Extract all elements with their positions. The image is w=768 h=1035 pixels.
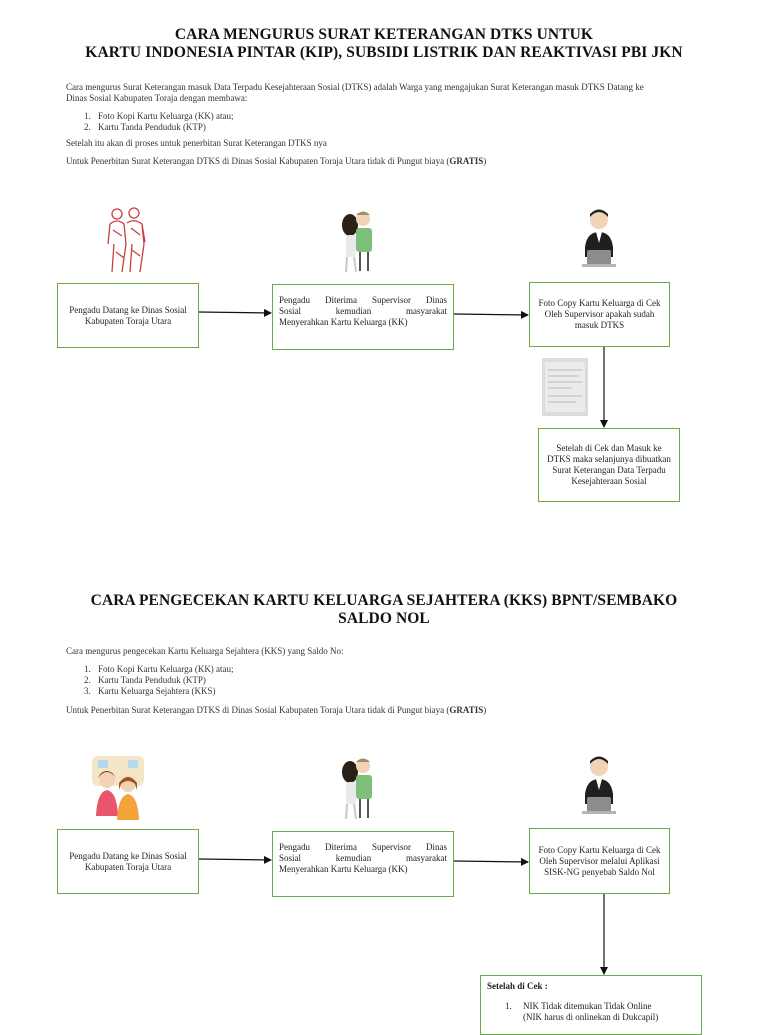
- arrow-right: [199, 312, 271, 313]
- arrow-right: [454, 314, 528, 315]
- arrow-right: [199, 859, 271, 860]
- arrow-right: [454, 861, 528, 862]
